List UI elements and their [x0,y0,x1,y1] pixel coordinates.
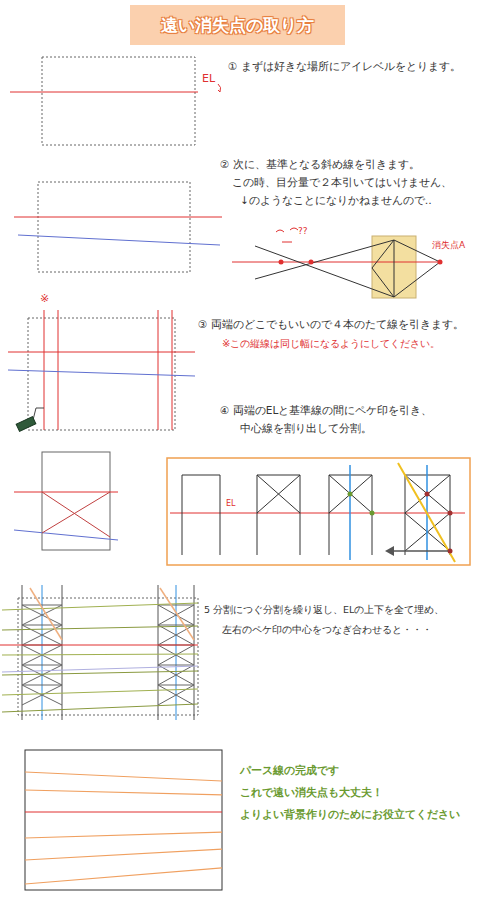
confused-face [276,228,298,242]
cross-mark [42,492,110,537]
vanishing-point-label: 消失点A [432,240,465,251]
cross-dot [309,260,314,265]
eye-level-tag: EL [202,72,215,86]
guess-line [255,246,394,297]
diagonal-line [30,588,62,640]
perspective-line [25,868,222,884]
step-text: 5 分割につぐ分割を繰り返し、ELの上下を全て埋め、 [204,604,444,616]
vanishing-point [438,260,443,265]
eye-level-line [25,812,222,813]
step-text: この時、目分量で２本引いてはいけません、 [232,176,452,189]
eye-level-line [14,492,118,493]
eye-level-line [10,92,198,93]
closing-text: これで遠い消失点も大丈夫！ [240,786,383,799]
canvas-frame [42,57,195,145]
steps-frame [167,458,470,565]
reference-line [18,235,220,245]
eye-level-line [170,513,465,514]
arrow-head [385,546,394,556]
cross-mark [22,685,62,705]
center-dot [348,492,353,497]
eye-level-tag: EL [226,499,236,509]
closing-text: パース線の完成です [240,764,339,777]
step-text: ③ 両端のどこでもいいので４本のたて線を引きます。 [198,318,464,331]
box-perspective [372,240,440,297]
perspective-line [25,832,222,838]
perspective-line [2,654,198,655]
diagonal-line [160,588,194,640]
cross-mark [22,625,62,645]
step-text: 左右のペケ印の中心をつなぎ合わせると・・・ [222,624,432,636]
canvas-frame [38,182,190,272]
center-dot [448,511,453,516]
cross-mark [42,492,110,533]
step-text: ② 次に、基準となる斜め線を引きます。 [220,158,420,171]
note-mark: ※ [40,292,49,306]
step-text: 中心線を割り出して分割。 [240,422,372,435]
arrow-line [392,550,448,552]
center-dot [370,511,375,516]
canvas-frame [25,750,222,890]
reference-line [2,666,198,672]
eye-level-line [14,217,222,218]
step-text: ④ 両端のELと基準線の間にペケ印を引き、 [220,404,432,417]
canvas-frame [42,452,110,550]
reference-line [8,370,195,376]
title-banner: 遠い消失点の取り方 [130,5,345,45]
vertical-lines [44,310,172,430]
eye-level-line [8,352,195,353]
step-text: ① まずは好きな場所にアイレベルをとります。 [228,60,461,73]
step-text: ↓のようなことになりかねませんので‥ [240,194,432,207]
perspective-line [2,603,198,610]
cross-mark [158,665,194,685]
perspective-line [2,689,198,695]
roller-handle [33,408,44,420]
box-figure [372,236,416,298]
cross-dot [279,260,284,265]
note-text: ※この縦線は同じ幅になるようにしてください。 [222,338,440,351]
closing-text: よりよい背景作りのためにお役立てください [240,808,460,821]
confused-mark: ?? [298,226,308,237]
stage-figure [257,475,450,555]
stage-figure [182,475,220,555]
perspective-line [25,772,222,781]
canvas-frame [28,318,175,430]
roller-icon [16,417,36,432]
cross-mark [158,605,194,625]
canvas-frame [18,598,198,715]
eye-level-line [232,262,440,263]
cross-mark [158,625,194,645]
center-dot [448,549,453,554]
diagonal-line [398,463,455,562]
perspective-line [25,790,222,795]
perspective-line [2,704,198,712]
cross-mark [158,645,194,665]
eye-level-line [0,645,198,646]
pointer-mark [218,84,221,92]
title-text: 遠い消失点の取り方 [161,14,314,37]
vertical-lines [22,585,194,720]
perspective-line [2,626,198,630]
cross-mark [158,685,194,705]
guess-line [255,240,394,279]
center-line [349,465,351,560]
box-edge [394,240,395,297]
center-dot [425,492,430,497]
perspective-line [25,849,222,860]
